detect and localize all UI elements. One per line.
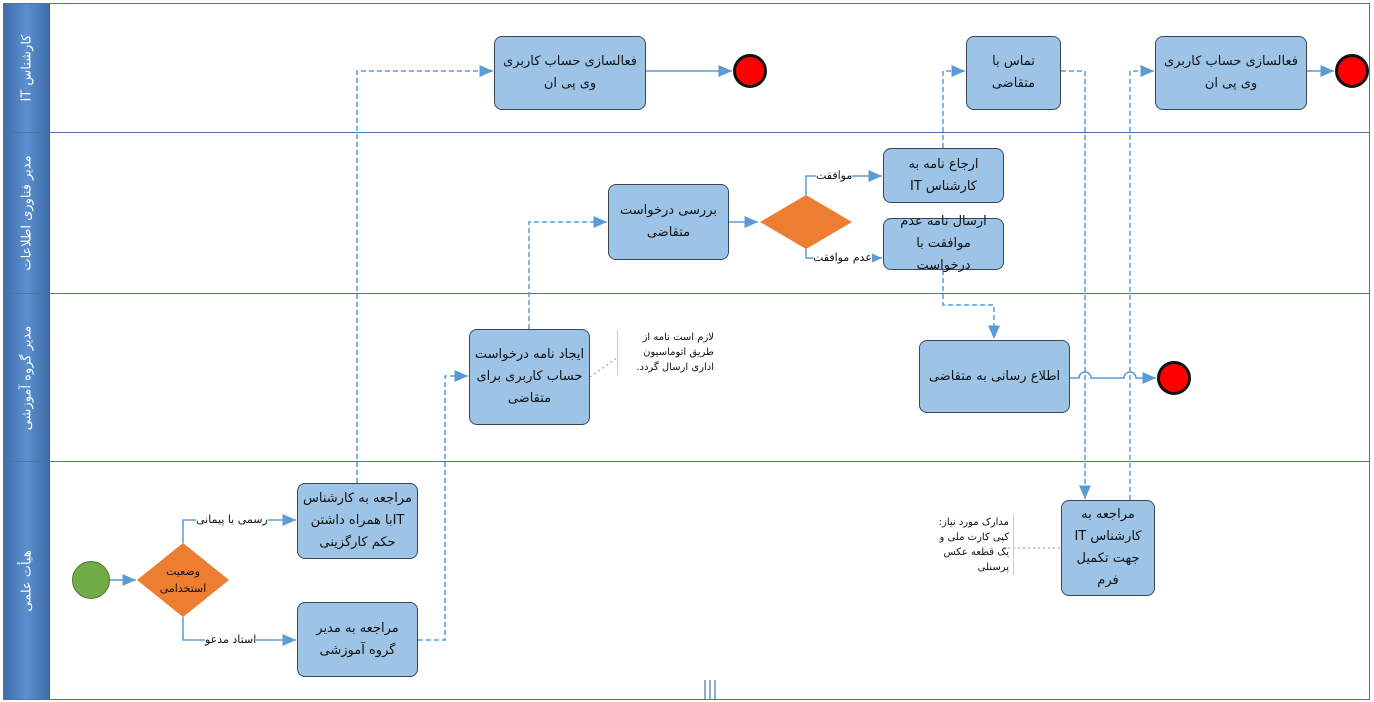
task-label: مراجعه به مدیر گروه آموزشی: [316, 620, 399, 658]
gateway-label: وضعیت استخدامی: [159, 565, 207, 595]
task-label: تماس با متقاضی: [991, 54, 1036, 91]
message-flow: [942, 270, 1000, 339]
task-activate-vpn-2[interactable]: فعالسازی حساب کاربری وی پی ان: [1155, 36, 1307, 110]
task-visit-group-manager[interactable]: مراجعه به مدیر گروه آموزشی: [297, 602, 418, 677]
flow-label-reject: عدم موافقت: [813, 251, 872, 264]
task-visit-it-form[interactable]: مراجعه به کارشناس IT جهت تکمیل فرم: [1061, 500, 1155, 596]
annotation-documents: مدارک مورد نیاز: کپی کارت ملی و یک قطعه …: [925, 515, 1014, 575]
task-activate-vpn-1[interactable]: فعالسازی حساب کاربری وی پی ان: [494, 36, 646, 110]
task-label: ارسال نامه عدم موافقت با درخواست: [900, 214, 987, 273]
message-flow: [528, 216, 607, 329]
lane-header: مدیر گروه آموزشی: [4, 294, 50, 461]
task-label: ایجاد نامه درخواست حساب کاربری برای متقا…: [474, 347, 585, 406]
message-flow: [942, 65, 965, 148]
task-send-rejection[interactable]: ارسال نامه عدم موافقت با درخواست: [883, 214, 1004, 273]
task-label: بررسی درخواست متقاضی: [619, 203, 718, 240]
flow-label-approve: موافقت: [816, 169, 853, 182]
message-flow: [418, 370, 468, 641]
start-event[interactable]: [72, 561, 110, 599]
flow: [182, 617, 296, 646]
message-flow: [1129, 65, 1154, 500]
association: [589, 357, 618, 378]
task-notify-applicant[interactable]: اطلاع رسانی به متقاضی: [919, 340, 1070, 413]
task-label: اطلاع رسانی به متقاضی: [928, 368, 1061, 384]
end-event[interactable]: [1335, 54, 1369, 88]
task-contact-applicant[interactable]: تماس با متقاضی: [966, 36, 1061, 110]
flow: [1070, 371, 1156, 384]
message-flow: [356, 65, 493, 483]
task-label: مراجعه به کارشناس IT جهت تکمیل فرم: [1074, 507, 1142, 588]
lane-faculty: هیأت علمی: [3, 461, 1370, 700]
message-flow: [1061, 70, 1091, 499]
flow-label-visiting: استاد مدعو: [205, 633, 257, 646]
flow-label-official: رسمی یا پیمانی: [196, 513, 268, 526]
task-label: ارجاع نامه به کارشناس IT: [908, 156, 979, 194]
task-review-request[interactable]: بررسی درخواست متقاضی: [608, 184, 729, 260]
task-label: فعالسازی حساب کاربری وی پی ان: [1164, 54, 1298, 91]
lane-header: مدیر فناوری اطلاعات: [4, 133, 50, 293]
lane-header: کارشناس IT: [4, 4, 50, 132]
end-event[interactable]: [1157, 361, 1191, 395]
task-label: مراجعه به کارشناس ITبا همراه داشتن حکم ک…: [303, 491, 412, 550]
end-event[interactable]: [733, 54, 767, 88]
flow: [805, 170, 882, 195]
resize-marker: [704, 680, 716, 700]
task-label: فعالسازی حساب کاربری وی پی ان: [503, 54, 637, 91]
annotation-automation: لازم است نامه از طریق اتوماسیون اداری ار…: [617, 330, 714, 375]
lane-header: هیأت علمی: [4, 462, 50, 699]
task-visit-it-with-order[interactable]: مراجعه به کارشناس ITبا همراه داشتن حکم ک…: [297, 483, 418, 559]
task-create-request-letter[interactable]: ایجاد نامه درخواست حساب کاربری برای متقا…: [469, 329, 590, 425]
task-refer-letter[interactable]: ارجاع نامه به کارشناس IT: [883, 148, 1004, 203]
